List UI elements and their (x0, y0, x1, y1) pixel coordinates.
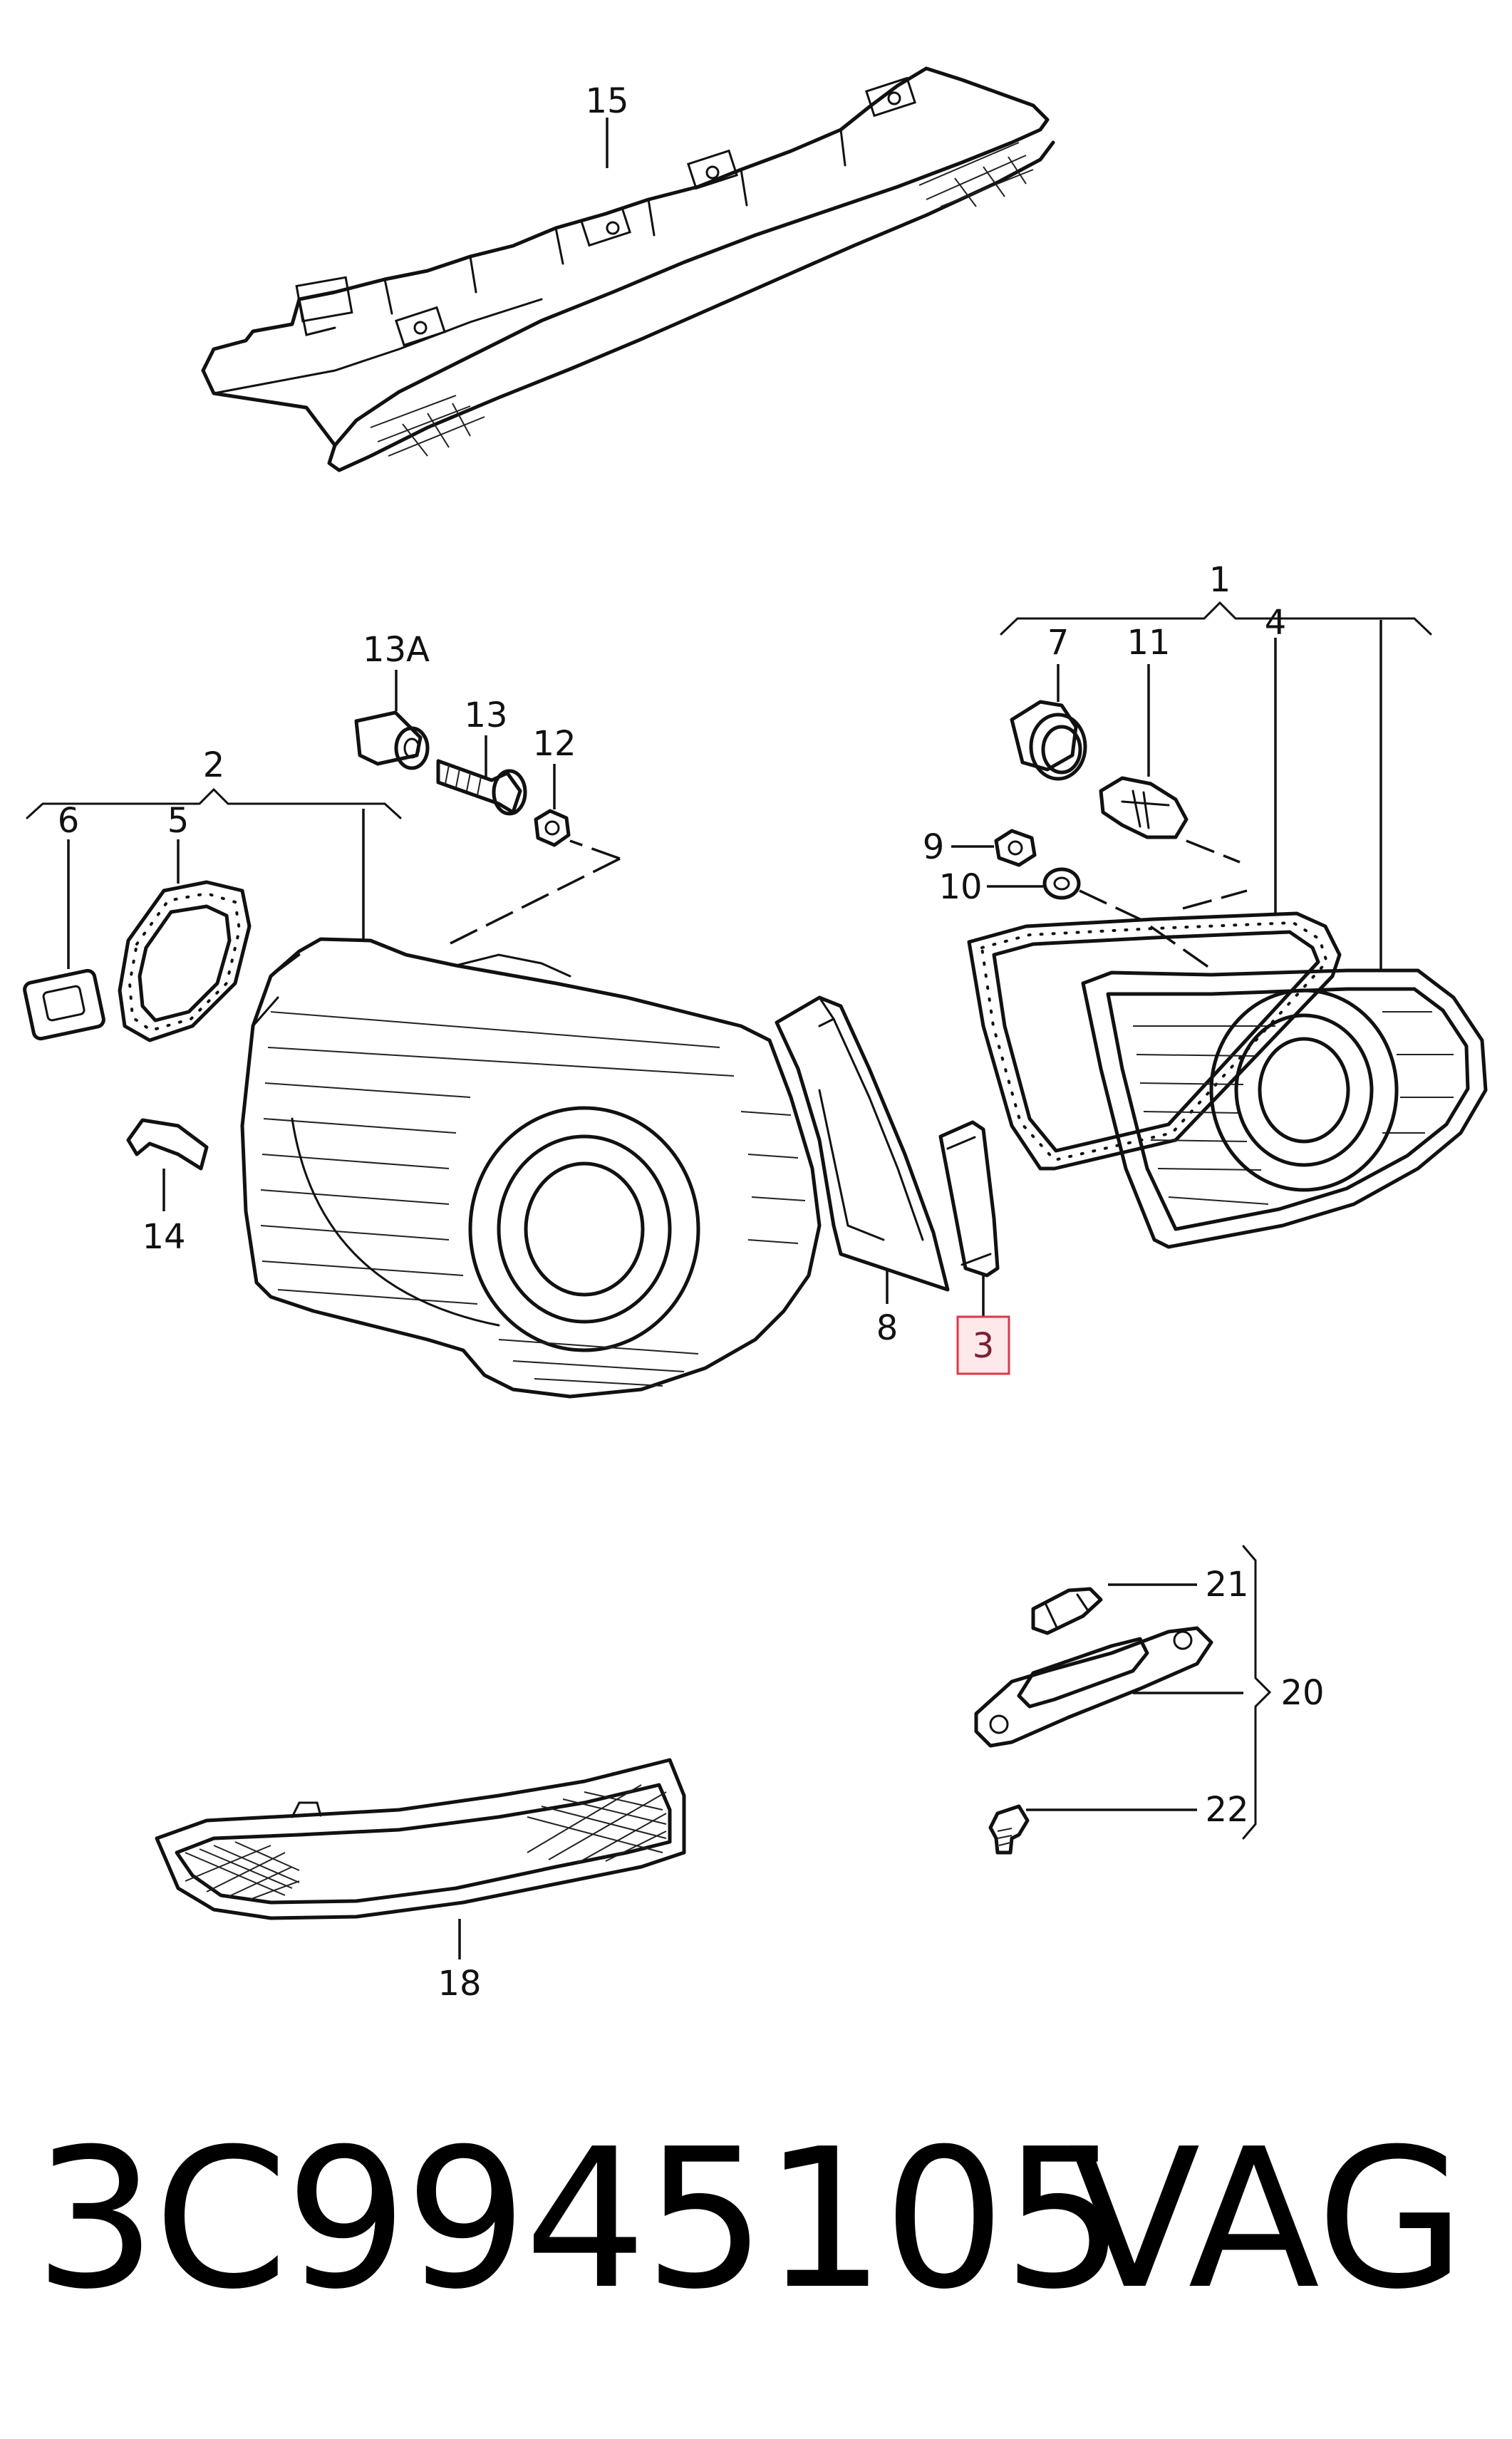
part-15-high-brake-light: 15 (201, 66, 1055, 472)
part-9-nut: 9 (923, 827, 1037, 867)
part-22-screw: 22 (988, 1790, 1249, 1855)
callout-18: 18 (437, 1964, 481, 2004)
part-21-festoon-bulb: 21 (1031, 1565, 1249, 1635)
bracket-2: 2 (26, 745, 402, 819)
part-2-outer-tail-light (240, 809, 822, 1399)
exploded-parts-diagram: 15 2 1 6 5 14 13A (23, 66, 1488, 2004)
callout-7: 7 (1047, 623, 1070, 663)
callout-6: 6 (58, 801, 80, 841)
callout-3: 3 (973, 1326, 995, 1366)
part-7-bulb-holder: 7 (1010, 623, 1087, 781)
part-13-screw: 13 (436, 695, 527, 816)
callout-8: 8 (876, 1308, 899, 1348)
callout-5: 5 (167, 801, 190, 841)
part-12-nut: 12 (532, 724, 576, 847)
part-6-gasket: 6 (23, 801, 105, 1041)
callout-11: 11 (1127, 623, 1170, 663)
part-8-trim-strip: 8 (775, 995, 950, 1348)
part-5-seal: 5 (118, 801, 252, 1042)
part-number: 3C9945105 (34, 2107, 1125, 2331)
assembly-line-9-10 (1079, 889, 1248, 970)
part-4-inner-seal: 4 (967, 603, 1342, 1171)
callout-4: 4 (1265, 603, 1287, 643)
callout-13a: 13A (363, 630, 430, 670)
callout-14: 14 (142, 1217, 185, 1257)
part-13a-expansion-nut: 13A (354, 630, 430, 770)
callout-2: 2 (203, 745, 225, 785)
callout-21: 21 (1205, 1565, 1248, 1605)
callout-20: 20 (1280, 1673, 1324, 1713)
brand-label: VAG (1069, 2107, 1466, 2331)
callout-1: 1 (1209, 560, 1231, 600)
callout-3-highlight (956, 1315, 1010, 1375)
callout-12: 12 (532, 724, 576, 764)
bracket-1: 1 (1000, 560, 1432, 636)
callout-13: 13 (464, 695, 507, 735)
assembly-line-11 (1186, 839, 1241, 864)
part-3-reflector: 3 (938, 1120, 1010, 1375)
part-10-washer: 10 (938, 867, 1081, 907)
part-14-clip: 14 (126, 1118, 209, 1257)
callout-9: 9 (923, 827, 945, 867)
callout-22: 22 (1205, 1790, 1248, 1830)
part-11-bulb: 11 (1099, 623, 1189, 839)
bracket-20: 20 (1242, 1545, 1325, 1840)
callout-15: 15 (585, 81, 628, 121)
part-18-rear-reflector: 18 (155, 1758, 686, 2004)
assembly-line-12 (441, 839, 621, 949)
callout-10: 10 (938, 867, 982, 907)
part-20-licence-plate-light (974, 1626, 1243, 1748)
part-1-inner-tail-light (1081, 620, 1488, 1249)
